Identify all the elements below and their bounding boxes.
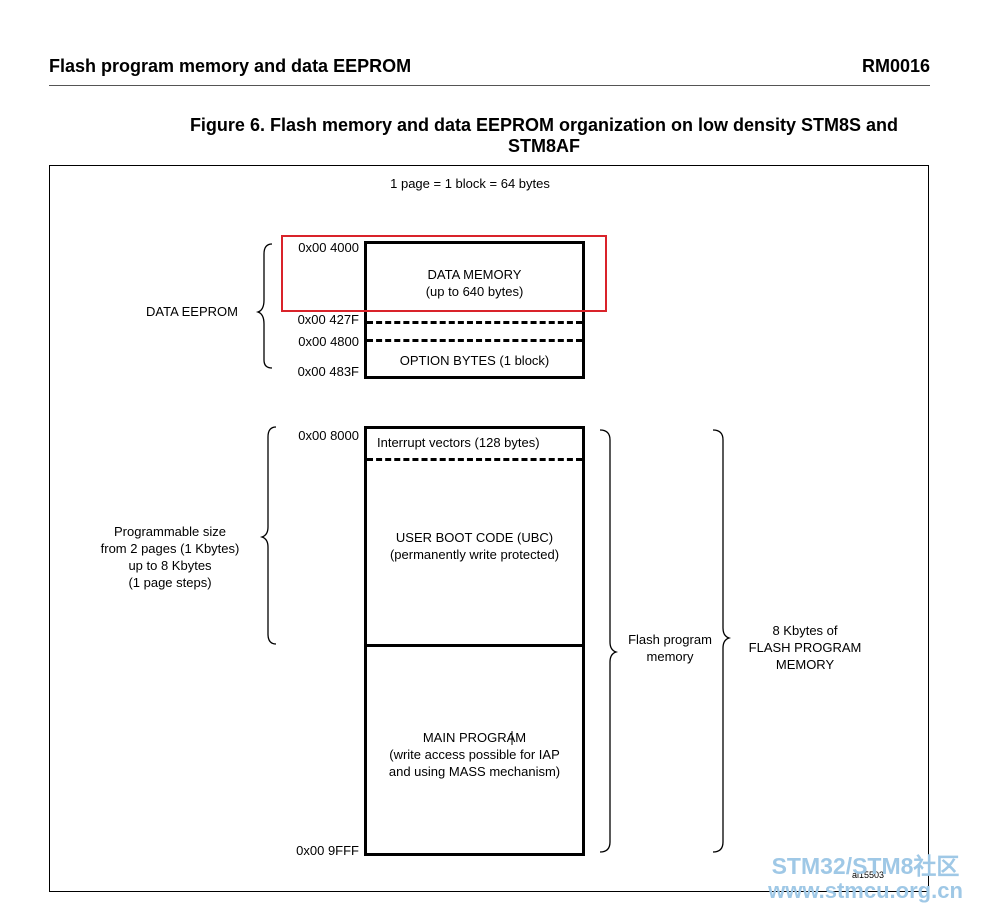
total-flash-label: 8 Kbytes of FLASH PROGRAM MEMORY <box>735 622 875 673</box>
figure-title-line2: STM8AF <box>508 136 580 156</box>
ubc-note: (permanently write protected) <box>389 547 560 562</box>
page-note: 1 page = 1 block = 64 bytes <box>390 176 550 191</box>
ubc-title: USER BOOT CODE (UBC) <box>395 530 554 545</box>
programmable-size-brace <box>259 426 277 645</box>
addr-483f: 0x00 483F <box>297 364 359 379</box>
watermark-url: www.stmcu.org.cn <box>768 878 963 903</box>
option-bytes-label: OPTION BYTES (1 block) <box>399 353 550 368</box>
main-program-note-1: (write access possible for IAP <box>389 747 560 762</box>
eeprom-brace <box>255 243 273 369</box>
eeprom-divider-2 <box>367 339 582 342</box>
prog-size-line-2: from 2 pages (1 Kbytes) <box>100 541 240 556</box>
highlight-box <box>281 235 607 312</box>
flash-prog-line-2: memory <box>646 649 694 664</box>
section-title: Flash program memory and data EEPROM <box>49 56 412 76</box>
total-line-1: 8 Kbytes of <box>772 623 838 638</box>
document-id: RM0016 <box>861 56 930 76</box>
main-program-title: MAIN PROGRAM <box>422 730 527 745</box>
figure-id: ai15503 <box>852 870 885 880</box>
header-rule <box>49 85 930 86</box>
addr-427f: 0x00 427F <box>297 312 359 327</box>
prog-size-line-1: Programmable size <box>114 524 226 539</box>
eeprom-divider-1 <box>367 321 582 324</box>
flash-divider-vectors <box>367 458 582 461</box>
flash-program-memory-label: Flash program memory <box>615 631 725 665</box>
prog-size-line-4: (1 page steps) <box>128 575 212 590</box>
interrupt-vectors-label: Interrupt vectors (128 bytes) <box>377 435 540 450</box>
data-memory-title: DATA MEMORY <box>427 267 522 282</box>
prog-size-line-3: up to 8 Kbytes <box>128 558 212 573</box>
flash-divider-ubc <box>367 644 582 647</box>
addr-4000: 0x00 4000 <box>298 240 359 255</box>
watermark-title: STM32/STM8社区 <box>771 853 960 879</box>
addr-9fff: 0x00 9FFF <box>296 843 359 858</box>
addr-8000: 0x00 8000 <box>298 428 359 443</box>
ubc-label: USER BOOT CODE (UBC) (permanently write … <box>367 529 582 563</box>
flash-block <box>364 426 585 856</box>
figure-title-line1: Figure 6. Flash memory and data EEPROM o… <box>189 115 899 135</box>
total-line-2: FLASH PROGRAM <box>748 640 862 655</box>
main-program-label: MAIN PROGRAM (write access possible for … <box>367 729 582 780</box>
addr-4800: 0x00 4800 <box>298 334 359 349</box>
total-line-3: MEMORY <box>775 657 835 672</box>
flash-program-brace <box>599 429 619 853</box>
flash-prog-line-1: Flash program <box>628 632 712 647</box>
programmable-size-label: Programmable size from 2 pages (1 Kbytes… <box>80 523 260 591</box>
figure-title: Figure 6. Flash memory and data EEPROM o… <box>150 115 938 157</box>
total-flash-brace <box>712 429 732 853</box>
main-program-note-2: and using MASS mechanism) <box>388 764 561 779</box>
data-memory-size: (up to 640 bytes) <box>425 284 524 299</box>
data-memory-label: DATA MEMORY (up to 640 bytes) <box>367 266 582 300</box>
figure-frame <box>49 165 929 892</box>
data-eeprom-label: DATA EEPROM <box>146 304 238 319</box>
